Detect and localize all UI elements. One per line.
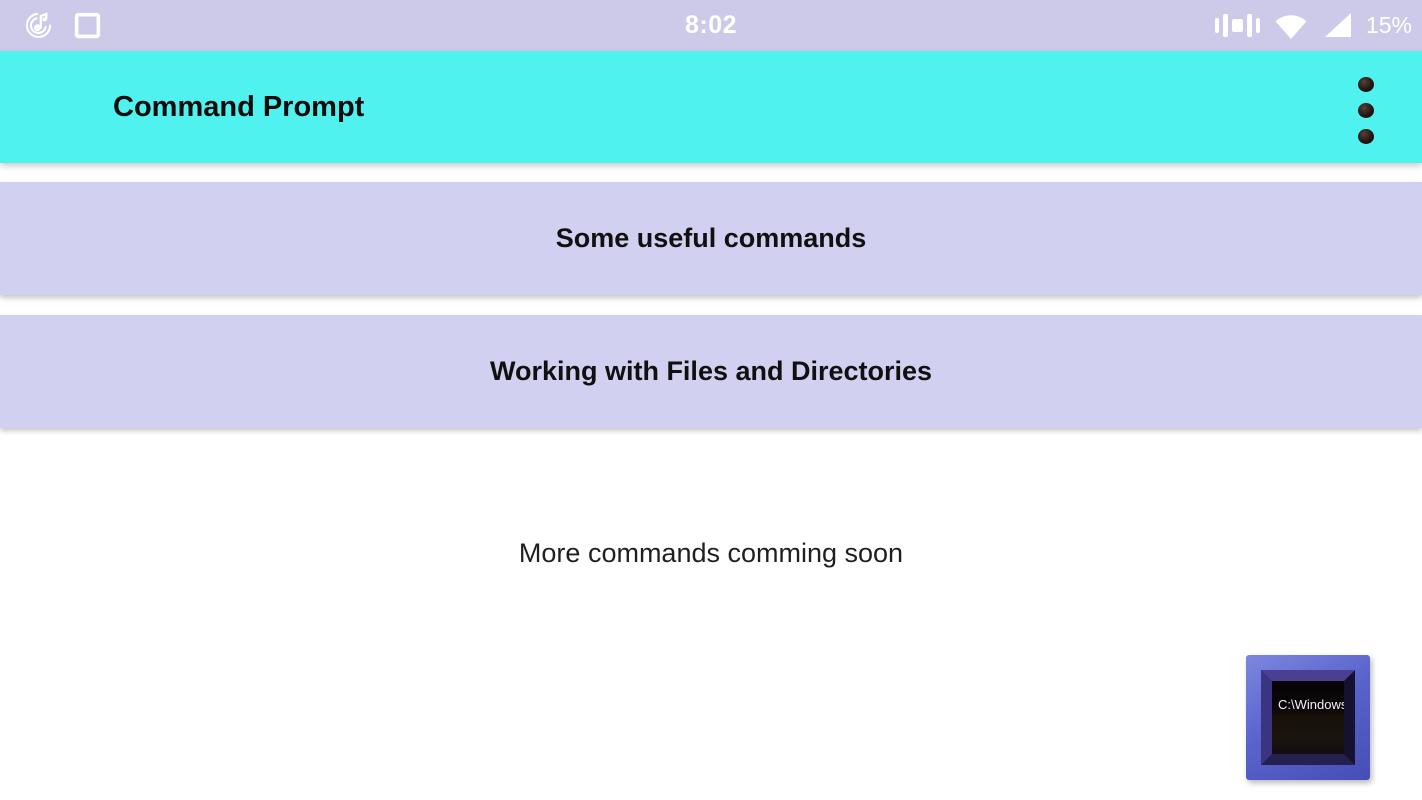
music-note-notification-icon	[25, 12, 52, 38]
status-bar-clock: 8:02	[684, 11, 738, 39]
square-notification-icon	[74, 12, 101, 39]
app-bar: Command Prompt	[0, 51, 1422, 163]
page-title: Command Prompt	[113, 90, 365, 123]
status-bar: 8:02 15%	[0, 0, 1422, 51]
overflow-dot	[1358, 77, 1374, 92]
battery-percent: 15%	[1365, 12, 1412, 38]
status-bar-left	[22, 9, 102, 42]
overflow-menu-button[interactable]	[1358, 77, 1374, 144]
logo-bevel-frame: C:\Windows\	[1261, 670, 1355, 765]
command-prompt-logo: C:\Windows\	[1246, 655, 1370, 780]
menu-button-label: Working with Files and Directories	[489, 356, 933, 386]
cellular-signal-icon	[1324, 13, 1351, 37]
overflow-dot	[1358, 103, 1374, 118]
coming-soon-text: More commands comming soon	[518, 538, 904, 568]
logo-terminal-screen: C:\Windows\	[1272, 681, 1344, 754]
status-bar-right: 15%	[1214, 0, 1412, 51]
menu-button-useful-commands[interactable]: Some useful commands	[0, 182, 1422, 295]
menu-button-files-directories[interactable]: Working with Files and Directories	[0, 315, 1422, 428]
menu-button-label: Some useful commands	[555, 223, 867, 253]
vibrate-icon	[1214, 12, 1260, 40]
wifi-icon	[1275, 14, 1307, 39]
overflow-dot	[1358, 129, 1374, 144]
logo-prompt-text: C:\Windows\	[1278, 697, 1344, 712]
